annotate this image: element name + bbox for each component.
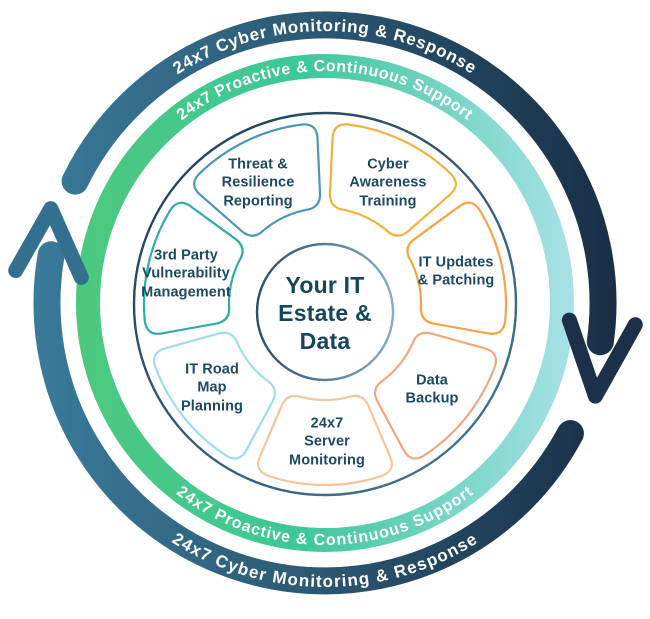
- outer-ring-bottom-arc: [33, 241, 584, 595]
- segment-shape-6: [152, 331, 277, 460]
- segment-shape-5: [257, 394, 393, 487]
- segment-label-cyber-awareness-training: Cyber Awareness Training: [349, 156, 427, 210]
- center-hub-circle: [255, 242, 395, 382]
- segment-label-it-road-map-planning: IT Road Map Planning: [180, 361, 244, 415]
- segment-label-3rd-party-vulnerability-management: 3rd Party Vulnerability Management: [141, 247, 231, 301]
- clockwise-arrow-right-icon: [561, 312, 643, 404]
- segment-shape-7: [142, 201, 244, 335]
- segment-label-24x7-server-monitoring: 24x7 Server Monitoring: [289, 415, 365, 469]
- segment-label-data-backup: Data Backup: [405, 372, 459, 407]
- clockwise-arrow-left-icon: [8, 201, 89, 285]
- support-ring: [76, 54, 574, 552]
- segment-shape-1: [193, 123, 322, 237]
- segment-label-threat-resilience-reporting: Threat & Resilience Reporting: [221, 156, 295, 210]
- segments-group: [142, 123, 508, 487]
- segment-shape-4: [373, 331, 498, 460]
- segment-shape-3: [406, 201, 508, 335]
- center-hub-label: Your IT Estate & Data: [278, 271, 372, 355]
- outer-ring-top-arc: [61, 11, 617, 356]
- segment-label-it-updates-patching: IT Updates & Patching: [417, 254, 495, 289]
- segment-shape-2: [328, 123, 457, 237]
